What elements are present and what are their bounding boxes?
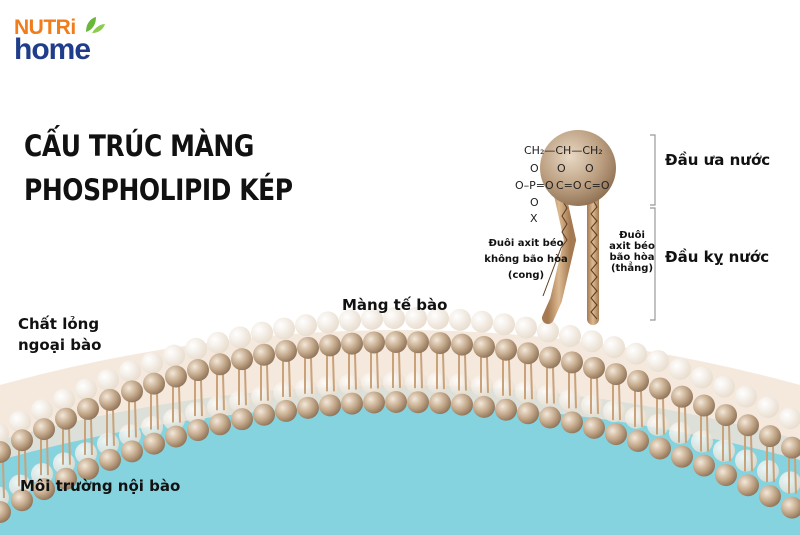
label-unsat-line3: (cong): [507, 270, 545, 281]
label-hydrophobic-tail: Đầu kỵ nước: [665, 248, 770, 266]
label-extracellular-line2: ngoại bào: [18, 336, 102, 354]
svg-text:O: O: [585, 162, 594, 175]
title-line-1: CẤU TRÚC MÀNG: [24, 129, 254, 163]
bracket-hydrophobic: [650, 207, 656, 321]
label-hydrophilic-head: Đầu ưa nước: [665, 151, 771, 169]
nutrihome-logo[interactable]: NUTRi home: [14, 16, 124, 66]
label-sat-line4: (thẳng): [610, 263, 654, 274]
label-sat-line1: Đuôi: [619, 230, 645, 241]
label-unsaturated-tail: Đuôi axit béo không bão hòa (cong): [466, 236, 586, 284]
svg-text:CH₂—CH—CH₂: CH₂—CH—CH₂: [524, 144, 603, 157]
hydrophilic-head: [540, 130, 616, 206]
title-line-2: PHOSPHOLIPID KÉP: [24, 173, 293, 207]
unsaturated-tail: [542, 189, 577, 324]
svg-text:O: O: [530, 196, 539, 209]
svg-text:O–P=O: O–P=O: [515, 179, 554, 192]
svg-text:O: O: [557, 162, 566, 175]
logo-home-text: home: [14, 33, 91, 66]
label-intracellular: Môi trường nội bào: [20, 477, 181, 495]
leaf-icon: [86, 17, 105, 33]
label-sat-line3: bão hòa: [609, 252, 655, 263]
label-cell-membrane: Màng tế bào: [342, 296, 448, 314]
phospholipid-detail: CH₂—CH—CH₂ O O O O–P=O C=O C=O O X: [515, 130, 616, 325]
svg-text:O: O: [530, 162, 539, 175]
svg-text:X: X: [530, 212, 538, 225]
svg-text:C=O: C=O: [556, 179, 582, 192]
page-title: CẤU TRÚC MÀNG PHOSPHOLIPID KÉP: [24, 124, 293, 212]
label-sat-line2: axit béo: [609, 241, 655, 252]
svg-text:C=O: C=O: [584, 179, 610, 192]
label-unsat-line2: không bão hòa: [484, 254, 568, 265]
logo-nutri-text: NUTRi: [14, 16, 76, 39]
label-unsat-line1: Đuôi axit béo: [488, 238, 564, 249]
phospholipid-bilayer: [0, 307, 800, 523]
label-saturated-tail: Đuôi axit béo bão hòa (thẳng): [602, 230, 662, 274]
bracket-hydrophilic: [650, 134, 656, 206]
label-extracellular-line1: Chất lỏng: [18, 315, 100, 333]
label-extracellular-fluid: Chất lỏng ngoại bào: [18, 314, 101, 356]
